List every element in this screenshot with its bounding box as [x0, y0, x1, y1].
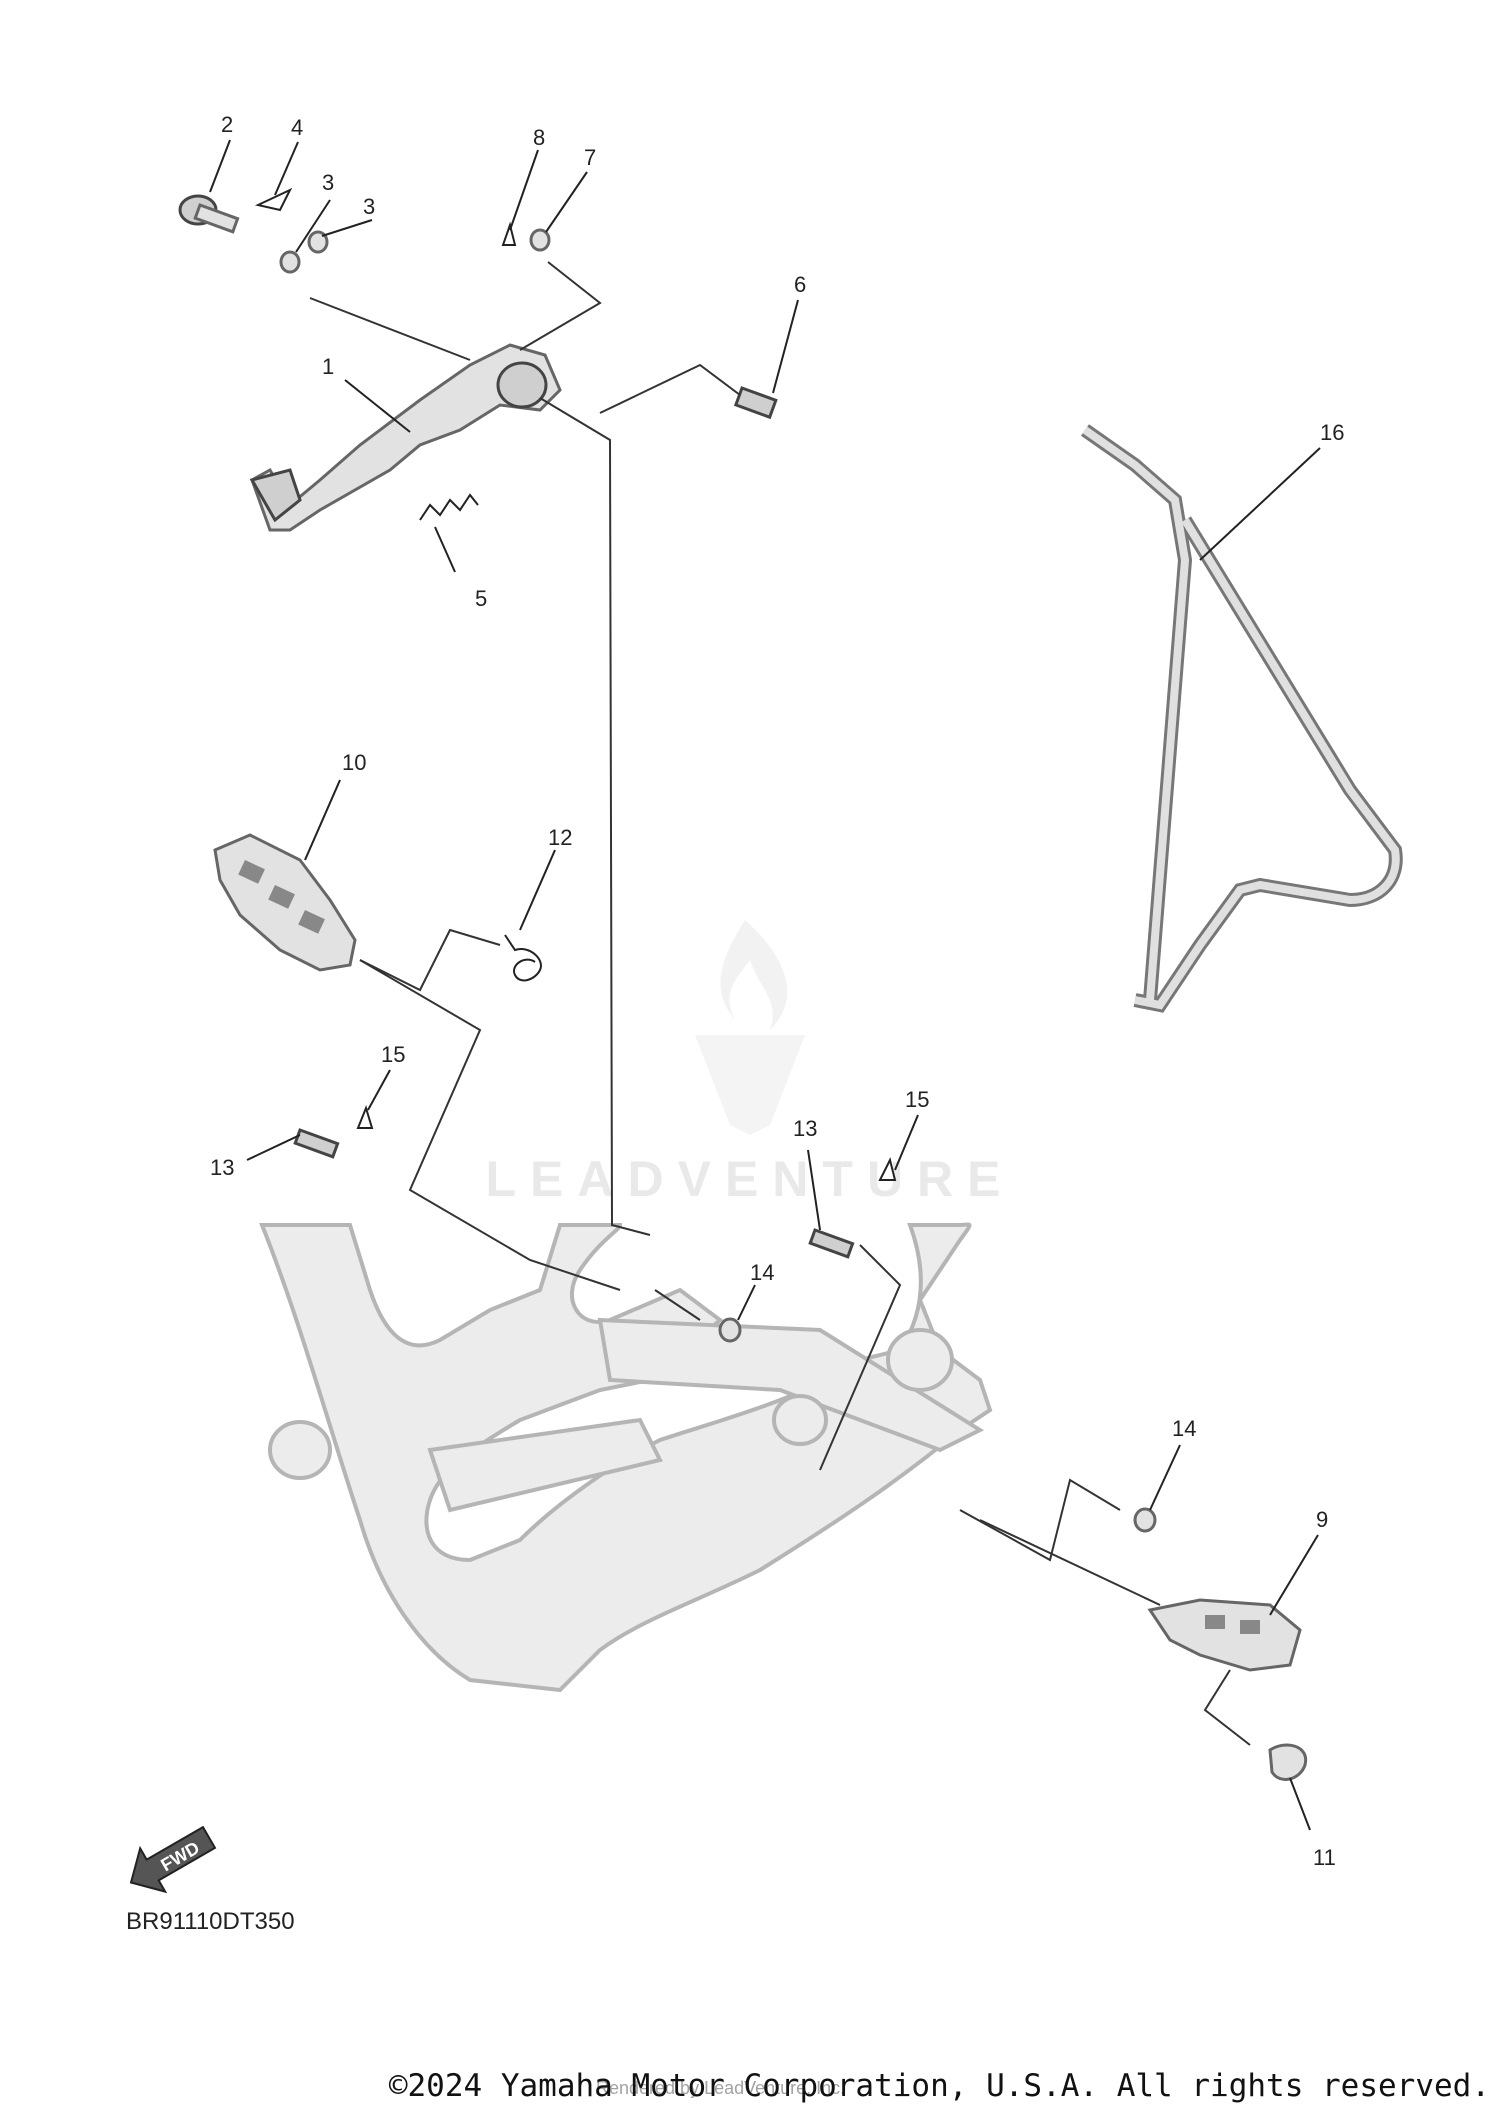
- assembly-guide-lines: [309, 261, 1251, 1746]
- cotter-pin-part: [254, 187, 293, 212]
- callout-8: 8: [533, 125, 545, 150]
- callout-1: 1: [322, 354, 334, 379]
- callout-13: 13: [210, 1155, 234, 1180]
- callout-10: 10: [342, 750, 366, 775]
- footrest-spring-part: [504, 934, 542, 982]
- callout-16: 16: [1320, 420, 1344, 445]
- callout-12: 12: [548, 825, 572, 850]
- callout-5: 5: [475, 586, 487, 611]
- brake-pedal-part: [249, 343, 562, 532]
- adjuster-bolt-part: [178, 194, 240, 234]
- rendered-by-credit: Rendered by LeadVenture, Inc.: [596, 2078, 846, 2098]
- callout-6: 6: [794, 272, 806, 297]
- callout-leaders: [209, 139, 1321, 1831]
- washer-part: [279, 250, 301, 274]
- washer-part: [1133, 1507, 1157, 1533]
- return-spring-part: [419, 493, 479, 521]
- cotter-pin-part: [878, 1157, 897, 1181]
- callout-9: 9: [1316, 1507, 1328, 1532]
- callout-13: 13: [793, 1116, 817, 1141]
- copyright-notice: ©2024 Yamaha Motor Corporation, U.S.A. A…: [388, 2068, 1490, 2104]
- washer-part: [529, 228, 551, 252]
- right-footrest-part: [1147, 1598, 1302, 1672]
- callout-14: 14: [1172, 1416, 1196, 1441]
- callout-2: 2: [221, 112, 233, 137]
- washer-part: [307, 230, 329, 254]
- footrest-pin-part: [293, 1128, 340, 1159]
- forward-arrow-icon: FWD: [129, 1825, 217, 1894]
- cotter-pin-part: [501, 221, 517, 246]
- frame-illustration: [259, 1222, 993, 1693]
- callout-15: 15: [905, 1087, 929, 1112]
- cotter-pin-part: [356, 1104, 374, 1129]
- callout-7: 7: [584, 145, 596, 170]
- callout-4: 4: [291, 115, 303, 140]
- diagram-code: BR91110DT350: [126, 1908, 295, 1935]
- watermark-logo: [695, 920, 805, 1135]
- washer-part: [718, 1317, 742, 1343]
- watermark-text: LEADVENTURE: [485, 1151, 1015, 1207]
- callout-15: 15: [381, 1042, 405, 1067]
- left-footrest-part: [213, 833, 357, 972]
- callout-3: 3: [322, 170, 334, 195]
- footrest-spring-part: [1268, 1743, 1308, 1781]
- callout-14: 14: [750, 1260, 774, 1285]
- stand-part: [1080, 424, 1403, 1013]
- footrest-pin-part: [808, 1228, 855, 1259]
- callout-3: 3: [363, 194, 375, 219]
- pivot-bolt-part: [733, 386, 778, 420]
- callout-11: 11: [1313, 1845, 1336, 1870]
